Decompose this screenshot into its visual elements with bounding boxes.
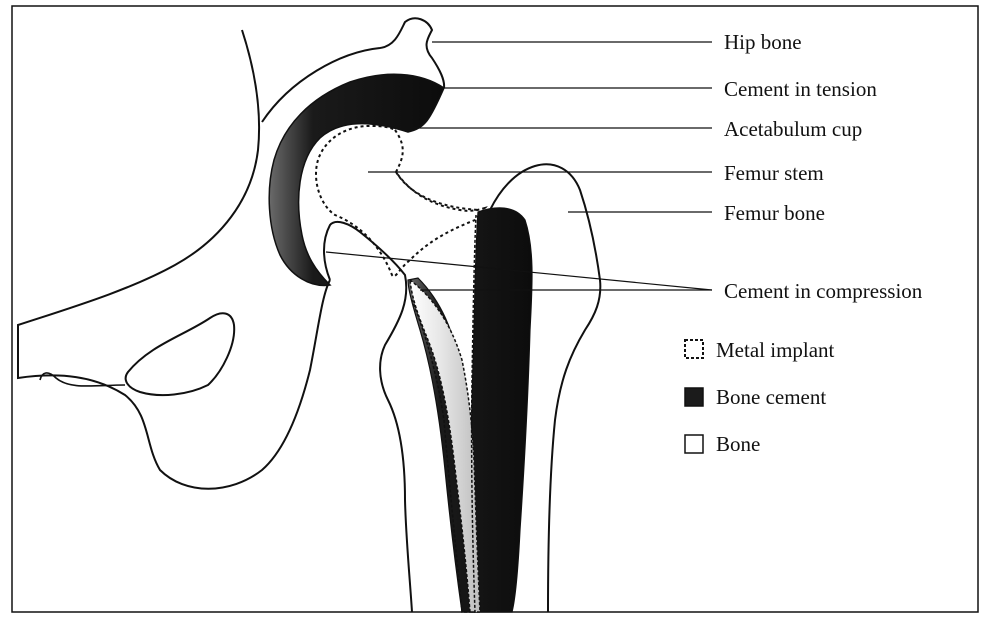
label-cement-compression: Cement in compression — [724, 279, 923, 303]
legend-bone-label: Bone — [716, 432, 760, 456]
label-hip-bone: Hip bone — [724, 30, 802, 54]
femur-bone-outline — [324, 222, 412, 612]
legend-metal-implant-swatch — [685, 340, 703, 358]
legend: Metal implant Bone cement Bone — [685, 338, 835, 456]
label-femur-bone: Femur bone — [724, 201, 825, 225]
label-cement-tension: Cement in tension — [724, 77, 877, 101]
legend-metal-implant-label: Metal implant — [716, 338, 835, 362]
label-femur-stem: Femur stem — [724, 161, 824, 185]
obturator-foramen — [126, 313, 235, 395]
legend-bone-cement-label: Bone cement — [716, 385, 826, 409]
legend-bone-cement-swatch — [685, 388, 703, 406]
label-acetabulum-cup: Acetabulum cup — [724, 117, 862, 141]
legend-bone-swatch — [685, 435, 703, 453]
